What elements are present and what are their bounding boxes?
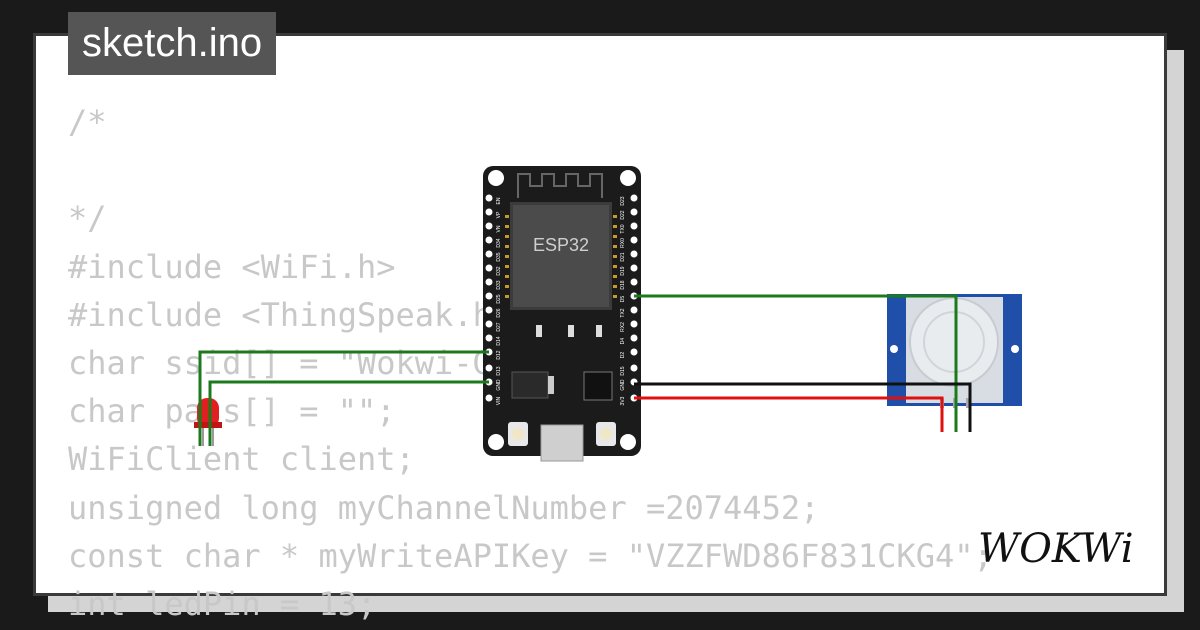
esp32-board[interactable]: ESP32 EN (483, 166, 641, 462)
pin-label: D19 (620, 266, 626, 275)
pir-wires[interactable] (634, 294, 972, 432)
pin-label: VIN (496, 396, 502, 405)
pin-label: GND (620, 379, 626, 391)
pin-label: TX2 (620, 308, 626, 317)
pin-label: RX0 (620, 238, 626, 248)
pin-label: RX2 (620, 322, 626, 332)
pin-label: D25 (496, 294, 502, 303)
pin-label: D4 (620, 338, 626, 345)
pin-label: D2 (620, 352, 626, 359)
code-line: const char * myWriteAPIKey = "VZZFWD86F8… (68, 536, 993, 575)
code-preview: /* */ #include <WiFi.h> #include <ThingSpea… (68, 98, 993, 628)
wokwi-logo: WOKWi (978, 526, 1134, 572)
pin-label: D15 (620, 366, 626, 375)
pin-label: D14 (496, 336, 502, 345)
code-line: char ssid[] = "Wokwi-GUEST"; (68, 343, 608, 382)
code-line: */ (68, 199, 107, 238)
code-line: #include <ThingSpeak.h> (68, 295, 512, 334)
pin-label: D34 (496, 238, 502, 247)
code-line: unsigned long myChannelNumber =2074452; (68, 488, 820, 527)
pin-label: D23 (620, 196, 626, 205)
file-tab[interactable]: sketch.ino (68, 12, 277, 75)
pin-label: D5 (620, 296, 626, 303)
code-line: char pass[] = ""; (68, 392, 396, 431)
pin-label: D22 (620, 210, 626, 219)
pin-label: D35 (496, 252, 502, 261)
red-led[interactable] (194, 398, 222, 446)
pin-label: TX0 (620, 224, 626, 233)
code-line: int ledPin = 13; (68, 584, 377, 623)
esp32-chip-label: ESP32 (533, 235, 589, 255)
code-line: #include <WiFi.h> (68, 247, 396, 286)
pin-label: D32 (496, 266, 502, 275)
pin-label: VP (496, 211, 502, 218)
code-line: /* (68, 103, 107, 141)
led-wires[interactable] (198, 350, 489, 446)
file-tab-label: sketch.ino (82, 21, 263, 65)
pin-label: D26 (496, 308, 502, 317)
pin-label: D18 (620, 280, 626, 289)
pin-label: D12 (496, 350, 502, 359)
code-line: WiFiClient client; (68, 440, 415, 479)
pin-label: EN (496, 197, 502, 204)
pin-label: 3V3 (620, 396, 626, 405)
pin-label: GND (496, 379, 502, 391)
pin-label: D21 (620, 252, 626, 261)
pin-label: D13 (496, 366, 502, 375)
wokwi-logo-text: WOKWi (978, 526, 1134, 572)
pin-label: D33 (496, 280, 502, 289)
pin-label: D27 (496, 322, 502, 331)
pin-label: VN (496, 225, 502, 232)
